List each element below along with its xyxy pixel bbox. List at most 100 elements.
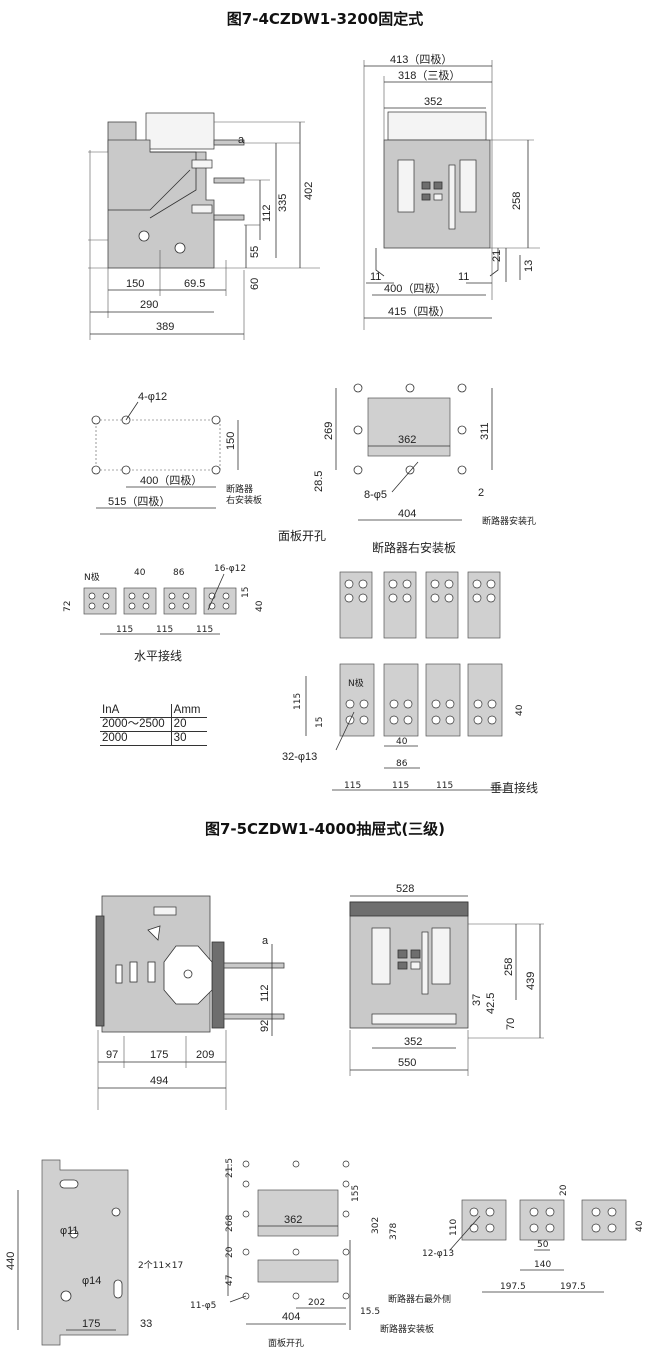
holes-4-phi12: 4-φ12 <box>138 391 167 403</box>
dim-v40r: 40 <box>515 704 525 716</box>
label-phi14: φ14 <box>82 1275 101 1287</box>
dim-vs1: 115 <box>344 781 361 791</box>
dim-f2-352: 352 <box>404 1036 422 1048</box>
fig2-side-view: a 112 92 97 175 209 494 <box>95 895 285 1110</box>
dim-f2-92: 92 <box>259 1020 271 1032</box>
dim-a: a <box>238 134 245 146</box>
fig1-side-view: a 402 335 112 55 60 150 69.5 290 389 <box>88 112 320 340</box>
n-pole-vertical: N极 <box>348 677 364 689</box>
caption-f2-panel: 面板开孔 <box>268 1337 304 1349</box>
fig1-front-view: 413（四极） 318（三极） 352 258 21 13 11 11 400（… <box>363 52 540 330</box>
dim-f2-t40: 40 <box>635 1220 645 1232</box>
dim-f2-209: 209 <box>196 1049 214 1061</box>
dim-panel-515: 515（四极） <box>108 494 170 508</box>
dim-v40: 40 <box>396 737 408 747</box>
fig1-terminal-blocks <box>339 571 501 639</box>
dim-f2-440: 440 <box>5 1252 17 1270</box>
holes-32-phi13: 32-φ13 <box>282 751 317 763</box>
fig2-front-view: 528 439 258 37 42.5 70 352 550 <box>349 883 544 1076</box>
dim-h40b: 40 <box>255 600 265 612</box>
dim-f2-plate-33: 33 <box>140 1318 152 1330</box>
table-cell: 20 <box>170 717 207 732</box>
dim-v86: 86 <box>396 759 408 769</box>
dim-f2-494: 494 <box>150 1075 168 1087</box>
dim-f2-a: a <box>262 935 269 947</box>
dim-21: 21 <box>491 250 503 262</box>
dim-28-5: 28.5 <box>313 471 325 492</box>
dim-415-four-pole: 415（四极） <box>388 304 450 318</box>
dim-h115b: 115 <box>156 625 173 635</box>
dim-f2-268: 268 <box>225 1215 235 1232</box>
dim-h15: 15 <box>241 587 251 598</box>
dim-f2-404: 404 <box>282 1311 300 1323</box>
dim-335: 335 <box>277 194 289 212</box>
dim-f2-97: 97 <box>106 1049 118 1061</box>
dim-f2-t50: 50 <box>537 1240 549 1250</box>
fig1-panel-cutout: 4-φ12 150 400（四极） 515（四极） 断路器右安装板 面板开孔 <box>91 391 326 543</box>
dim-f2-202: 202 <box>308 1298 325 1308</box>
dim-f2-plate-175: 175 <box>82 1318 100 1330</box>
dim-290: 290 <box>140 299 158 311</box>
caption-horizontal: 水平接线 <box>134 648 182 663</box>
dim-400-four-pole: 400（四极） <box>384 281 446 295</box>
dim-f2-550: 550 <box>398 1057 416 1069</box>
dim-f2-112: 112 <box>259 984 271 1002</box>
dim-311: 311 <box>479 422 491 440</box>
dim-f2-21-5: 21.5 <box>225 1158 235 1178</box>
dim-f2-175: 175 <box>150 1049 168 1061</box>
dim-f2-258: 258 <box>503 958 515 976</box>
dim-h72: 72 <box>63 601 73 612</box>
figure-title-7-4: 图7-4CZDW1-3200固定式 <box>226 10 424 28</box>
fig2-mounting-plate: 440 φ11 φ14 2个11×17 175 33 <box>5 1159 183 1346</box>
dim-269: 269 <box>323 422 335 440</box>
note-right-mount: 断路器右安装板 <box>226 483 262 506</box>
dim-vs3: 115 <box>436 781 453 791</box>
caption-panel-cutout: 面板开孔 <box>278 529 326 543</box>
dim-362: 362 <box>398 434 416 446</box>
table-cell: 30 <box>170 731 207 746</box>
dim-f2-439: 439 <box>525 972 537 990</box>
dim-55: 55 <box>249 246 261 258</box>
holes-12-phi13: 12-φ13 <box>422 1249 454 1259</box>
dim-11a: 11 <box>370 271 381 283</box>
dim-panel-150: 150 <box>225 432 237 450</box>
dim-60: 60 <box>249 278 261 290</box>
dim-f2-528: 528 <box>396 883 414 895</box>
dim-f2-t140: 140 <box>534 1260 551 1270</box>
dim-f2-378: 378 <box>389 1223 399 1240</box>
dim-150: 150 <box>126 278 144 290</box>
dim-vs2: 115 <box>392 781 409 791</box>
dim-panel-400: 400（四极） <box>140 473 202 487</box>
dim-h86: 86 <box>173 568 185 578</box>
dim-13: 13 <box>523 260 535 272</box>
label-2x11x17: 2个11×17 <box>138 1260 183 1271</box>
dim-h40: 40 <box>134 568 146 578</box>
caption-vertical: 垂直接线 <box>490 780 538 795</box>
fig2-terminal-blocks: 20 110 40 50 140 12-φ13 197.5 197.5 <box>422 1184 645 1293</box>
table-cell: 2000～2500 <box>100 717 172 732</box>
dim-f2-70: 70 <box>505 1018 517 1030</box>
dim-11b: 11 <box>458 271 469 283</box>
holes-16-phi12: 16-φ12 <box>214 564 246 574</box>
dim-f2-t197b: 197.5 <box>560 1282 586 1292</box>
dim-413: 413（四极） <box>390 52 452 66</box>
dim-f2-t110: 110 <box>449 1219 459 1236</box>
dim-f2-155: 155 <box>351 1185 361 1202</box>
figure-title-7-5: 图7-5CZDW1-4000抽屉式(三级) <box>204 820 446 838</box>
fig1-right-plate: 269 311 362 28.5 8-φ5 2 404 断路器安装孔 断路器右安… <box>313 383 536 555</box>
dim-f2-302: 302 <box>371 1217 381 1234</box>
dim-69-5: 69.5 <box>184 278 205 290</box>
dim-258: 258 <box>511 192 523 210</box>
dim-h115c: 115 <box>196 625 213 635</box>
note-mounting-holes: 断路器安装孔 <box>482 515 536 527</box>
dim-f2-47: 47 <box>225 1275 235 1286</box>
dim-f2-15-5: 15.5 <box>360 1307 380 1317</box>
dim-f2-20: 20 <box>225 1246 235 1258</box>
dim-352: 352 <box>424 96 442 108</box>
dim-2: 2 <box>478 487 484 499</box>
dim-f2-42-5: 42.5 <box>485 993 497 1014</box>
